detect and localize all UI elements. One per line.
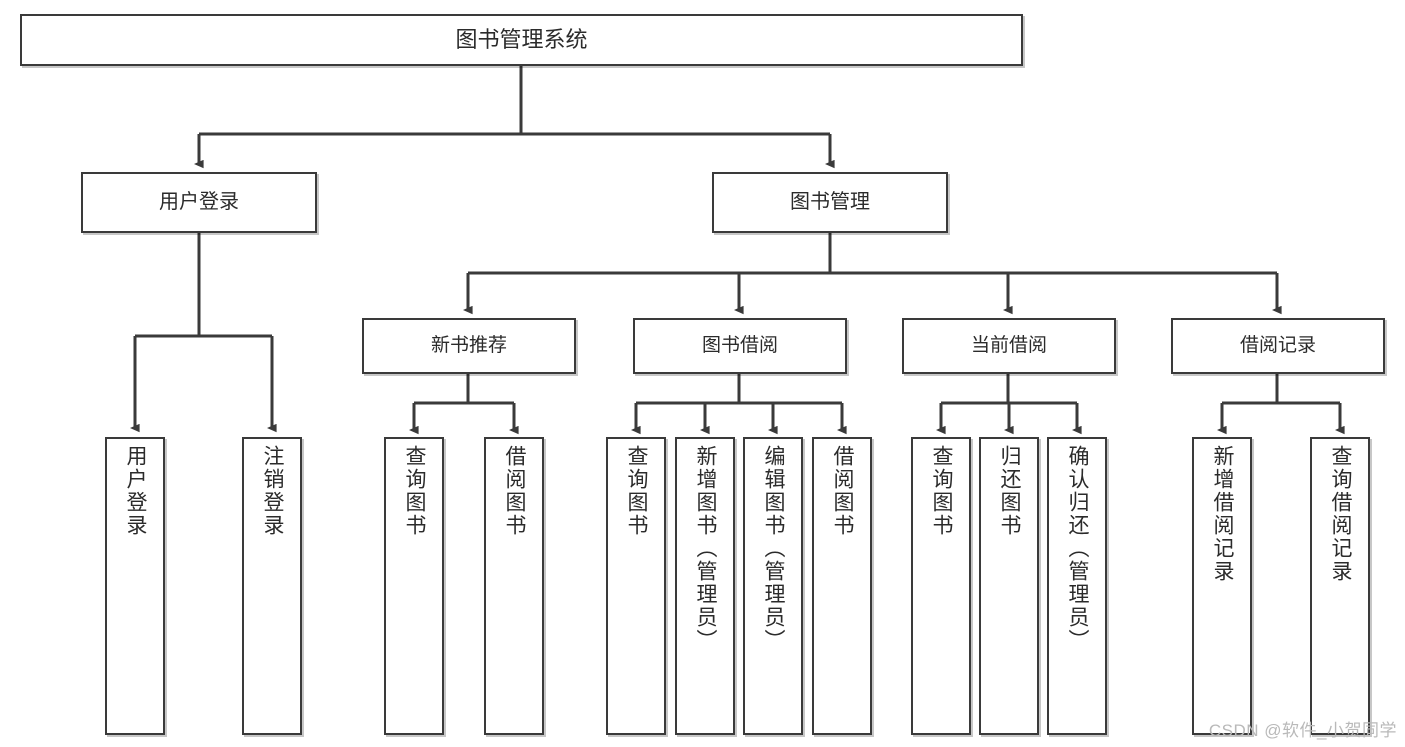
node-leaf-add-record[interactable]: 新增借阅记录	[1192, 437, 1252, 735]
node-current-borrow-label: 当前借阅	[970, 334, 1047, 356]
watermark-text: CSDN @软件_小贺同学	[1208, 721, 1397, 740]
node-leaf-add-book-label: 新增图书（管理员）	[694, 445, 718, 652]
node-leaf-add-record-label: 新增借阅记录	[1211, 445, 1235, 583]
node-book-borrow-label: 图书借阅	[701, 334, 778, 356]
node-leaf-borrow-book-1-label: 借阅图书	[503, 445, 527, 537]
node-book-management[interactable]: 图书管理	[712, 172, 948, 233]
node-leaf-logout[interactable]: 注销登录	[242, 437, 302, 735]
node-leaf-query-book-2-label: 查询图书	[625, 445, 649, 537]
node-leaf-borrow-book-2[interactable]: 借阅图书	[812, 437, 872, 735]
node-new-book-recommend[interactable]: 新书推荐	[362, 318, 576, 374]
node-leaf-query-book-3[interactable]: 查询图书	[911, 437, 971, 735]
node-leaf-query-book-1[interactable]: 查询图书	[384, 437, 444, 735]
node-new-book-recommend-label: 新书推荐	[430, 334, 507, 356]
node-borrow-record[interactable]: 借阅记录	[1171, 318, 1385, 374]
node-leaf-user-login-label: 用户登录	[124, 445, 148, 537]
node-leaf-query-book-1-label: 查询图书	[403, 445, 427, 537]
node-leaf-query-book-3-label: 查询图书	[930, 445, 954, 537]
node-leaf-edit-book-label: 编辑图书（管理员）	[762, 445, 786, 652]
node-leaf-return-book[interactable]: 归还图书	[979, 437, 1039, 735]
node-leaf-edit-book[interactable]: 编辑图书（管理员）	[743, 437, 803, 735]
node-user-login-label: 用户登录	[159, 190, 239, 213]
node-leaf-borrow-book-1[interactable]: 借阅图书	[484, 437, 544, 735]
node-leaf-confirm-return[interactable]: 确认归还（管理员）	[1047, 437, 1107, 735]
node-borrow-record-label: 借阅记录	[1239, 334, 1316, 356]
node-root-label: 图书管理系统	[455, 27, 588, 53]
node-root[interactable]: 图书管理系统	[20, 14, 1023, 66]
node-book-borrow[interactable]: 图书借阅	[633, 318, 847, 374]
node-leaf-query-record[interactable]: 查询借阅记录	[1310, 437, 1370, 735]
node-leaf-add-book[interactable]: 新增图书（管理员）	[675, 437, 735, 735]
node-leaf-logout-label: 注销登录	[261, 445, 285, 537]
node-leaf-query-record-label: 查询借阅记录	[1329, 445, 1353, 583]
node-leaf-return-book-label: 归还图书	[998, 445, 1022, 537]
node-leaf-user-login[interactable]: 用户登录	[105, 437, 165, 735]
node-leaf-query-book-2[interactable]: 查询图书	[606, 437, 666, 735]
node-book-management-label: 图书管理	[790, 190, 870, 213]
node-leaf-borrow-book-2-label: 借阅图书	[831, 445, 855, 537]
node-current-borrow[interactable]: 当前借阅	[902, 318, 1116, 374]
node-user-login[interactable]: 用户登录	[81, 172, 317, 233]
node-leaf-confirm-return-label: 确认归还（管理员）	[1066, 445, 1090, 652]
